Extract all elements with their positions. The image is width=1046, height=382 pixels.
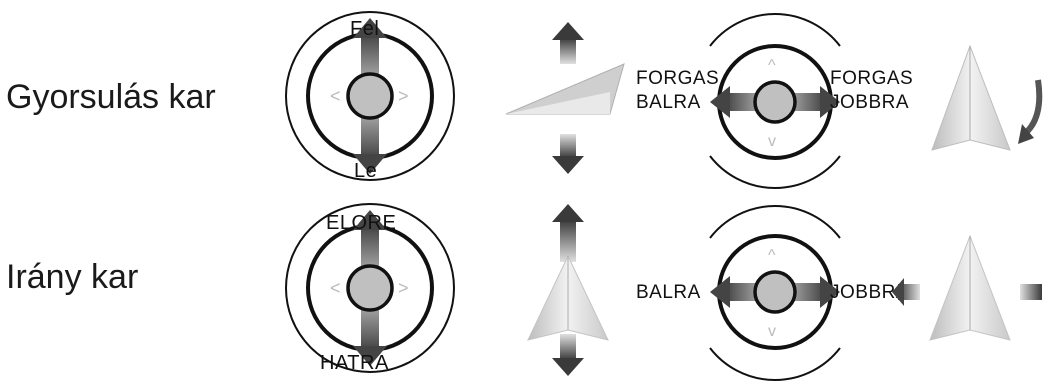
label-right: JOBBRA <box>830 282 910 303</box>
svg-text:v: v <box>768 323 776 340</box>
label-rotate-right-1: FORGAS <box>830 68 914 89</box>
row-label-direction: Irány kar <box>6 258 139 296</box>
svg-text:v: v <box>768 133 776 150</box>
forward-backward-illustration <box>527 204 609 376</box>
throttle-stick-diagram: < > <box>285 11 455 181</box>
label-rotate-right-2: JOBBRA <box>830 92 910 113</box>
svg-text:^: ^ <box>768 247 776 264</box>
label-down: Le <box>354 160 378 182</box>
yaw-stick-diagram: ^ v <box>709 12 841 190</box>
label-forward: ELORE <box>326 212 397 234</box>
label-up: Fel <box>350 18 380 40</box>
yaw-plane-illustration <box>931 44 1043 151</box>
label-rotate-left-1: FORGAS <box>636 68 720 89</box>
svg-text:>: > <box>398 86 409 106</box>
svg-text:>: > <box>398 278 409 298</box>
label-left: BALRA <box>636 282 701 303</box>
svg-text:<: < <box>330 278 341 298</box>
climb-descend-illustration <box>505 22 625 174</box>
roll-stick-diagram: ^ v <box>709 204 841 382</box>
pitch-stick-diagram: < > <box>285 203 455 373</box>
label-backward: HATRA <box>320 352 389 374</box>
svg-text:^: ^ <box>768 57 776 74</box>
row-label-throttle: Gyorsulás kar <box>6 78 216 116</box>
svg-text:<: < <box>330 86 341 106</box>
roll-plane-illustration <box>892 234 1042 341</box>
label-rotate-left-2: BALRA <box>636 92 701 113</box>
